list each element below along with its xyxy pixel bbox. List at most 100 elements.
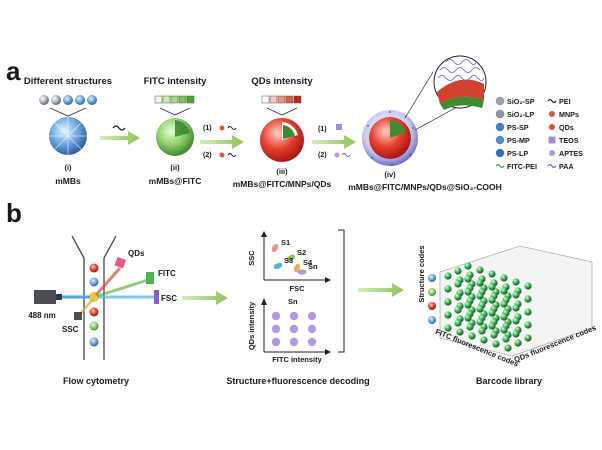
ssc-beam <box>79 298 94 315</box>
structure-codes-axis: Structure codes <box>417 245 426 302</box>
group-s3-cluster <box>273 262 283 270</box>
barcode-cluster <box>307 311 317 321</box>
barcode-ball <box>454 306 462 314</box>
group-s3-label: S3 <box>284 256 293 265</box>
legend-label: TEOS <box>559 136 579 145</box>
legend-label: FITC-PEI <box>507 162 537 171</box>
header-qds: QDs intensity <box>251 76 313 87</box>
barcode-ball <box>464 288 472 296</box>
legend-item: PS-SP <box>495 122 529 132</box>
barcode-ball <box>488 270 496 278</box>
ps-sp-icon <box>63 95 73 105</box>
arrow-step-1 <box>100 131 140 145</box>
qds-detector-label: QDs <box>128 249 145 258</box>
legend-item: SiO₂-SP <box>495 96 535 106</box>
pei-icon <box>112 125 126 131</box>
paa-icon <box>547 163 557 169</box>
fitc-detector <box>146 272 154 284</box>
legend-label: SiO₂-SP <box>507 97 535 106</box>
structure-variants <box>39 95 97 105</box>
barcode-ball <box>488 322 496 330</box>
barcode-ball <box>512 330 520 338</box>
barcode-cluster <box>289 311 299 321</box>
ssc-axis-label: SSC <box>247 250 256 266</box>
barcode-ball <box>444 272 452 280</box>
teos-icon <box>548 136 556 144</box>
decoding-bracket <box>338 229 345 353</box>
fsc-detector-label: FSC <box>161 294 177 303</box>
aptes-icon <box>334 152 340 158</box>
legend-item: TEOS <box>548 136 579 145</box>
barcode-ball <box>454 319 462 327</box>
legend-label: PS-LP <box>507 149 528 158</box>
barcode-ball <box>478 327 486 335</box>
barcode-ball <box>444 311 452 319</box>
header-fitc: FITC intensity <box>144 76 208 87</box>
decoding-caption: Structure+fluorescence decoding <box>226 376 369 386</box>
qds-beam <box>94 267 122 296</box>
panel-b: b 488 nm QDs FITC F <box>6 198 597 386</box>
stage-iv-name: mMBs@FITC/MNPs/QDs@SiO₂-COOH <box>348 182 502 192</box>
ps-lp-icon <box>87 95 97 105</box>
zoom-fitc-layer <box>440 96 484 110</box>
group-s4-label: S4 <box>303 258 313 267</box>
barcode-ball <box>524 295 532 303</box>
ps-sp-icon <box>495 122 505 132</box>
barcode-ball <box>456 328 464 336</box>
barcode-ball <box>464 275 472 283</box>
legend-label: PEI <box>559 97 571 106</box>
zoom-qds-layer <box>437 79 484 104</box>
panel-b-letter: b <box>6 198 22 228</box>
barcode-ball <box>476 292 484 300</box>
flow-cytometer: 488 nm QDs FITC FSC SSC Flow cytometry <box>28 235 177 386</box>
laser-source <box>34 290 56 304</box>
fsc-axis-label: FSC <box>290 284 306 293</box>
stage-i-roman: (i) <box>64 163 72 172</box>
barcode-ball <box>480 336 488 344</box>
qds-intensity-scale <box>261 95 302 104</box>
pei-icon <box>547 98 557 104</box>
laser-aperture <box>56 294 62 300</box>
step-2-2: (2) <box>203 152 212 159</box>
ps-mp-icon <box>495 135 505 145</box>
stage-iv-roman: (iv) <box>384 170 396 179</box>
ssc-detector <box>74 312 82 320</box>
stage-ii-name: mMBs@FITC <box>149 176 202 186</box>
scatter-qds-fitc: QDs intensity FITC intensity Sn <box>247 297 331 364</box>
flowing-microbeads <box>89 263 99 347</box>
stage-iii: (iii) mMBs@FITC/MNPs/QDs <box>233 118 332 189</box>
mnps-icon <box>549 111 555 117</box>
fsc-detector <box>154 290 159 304</box>
barcode-ball <box>454 293 462 301</box>
stage-i: (i) mMBs <box>49 117 87 186</box>
teos-icon <box>336 124 342 130</box>
arrow-step-3 <box>312 135 356 149</box>
barcode-ball <box>466 323 474 331</box>
stage-iii-roman: (iii) <box>276 167 288 176</box>
barcode-ball <box>512 278 520 286</box>
bracket <box>49 107 87 117</box>
barcode-ball <box>488 309 496 317</box>
qds-detector <box>114 256 127 269</box>
zoom-line <box>404 71 434 119</box>
group-s1-cluster <box>271 243 279 253</box>
barcode-ball <box>444 324 452 332</box>
legend-item: QDs <box>549 123 574 132</box>
barcode-ball <box>500 287 508 295</box>
fitc-intensity-axis-label: FITC intensity <box>272 355 322 364</box>
barcode-ball <box>476 266 484 274</box>
barcode-ball <box>500 300 508 308</box>
sn-label: Sn <box>288 297 298 306</box>
legend-label: QDs <box>559 123 574 132</box>
header-structures: Different structures <box>24 76 112 87</box>
fitc-pei-icon <box>495 163 505 169</box>
barcode-ball <box>512 291 520 299</box>
barcode-ball <box>500 274 508 282</box>
panel-a-letter: a <box>6 56 21 86</box>
barcode-ball <box>488 283 496 291</box>
legend-label: PAA <box>559 162 574 171</box>
legend-item: PEI <box>547 97 571 106</box>
sio2-lp-icon <box>51 95 61 105</box>
